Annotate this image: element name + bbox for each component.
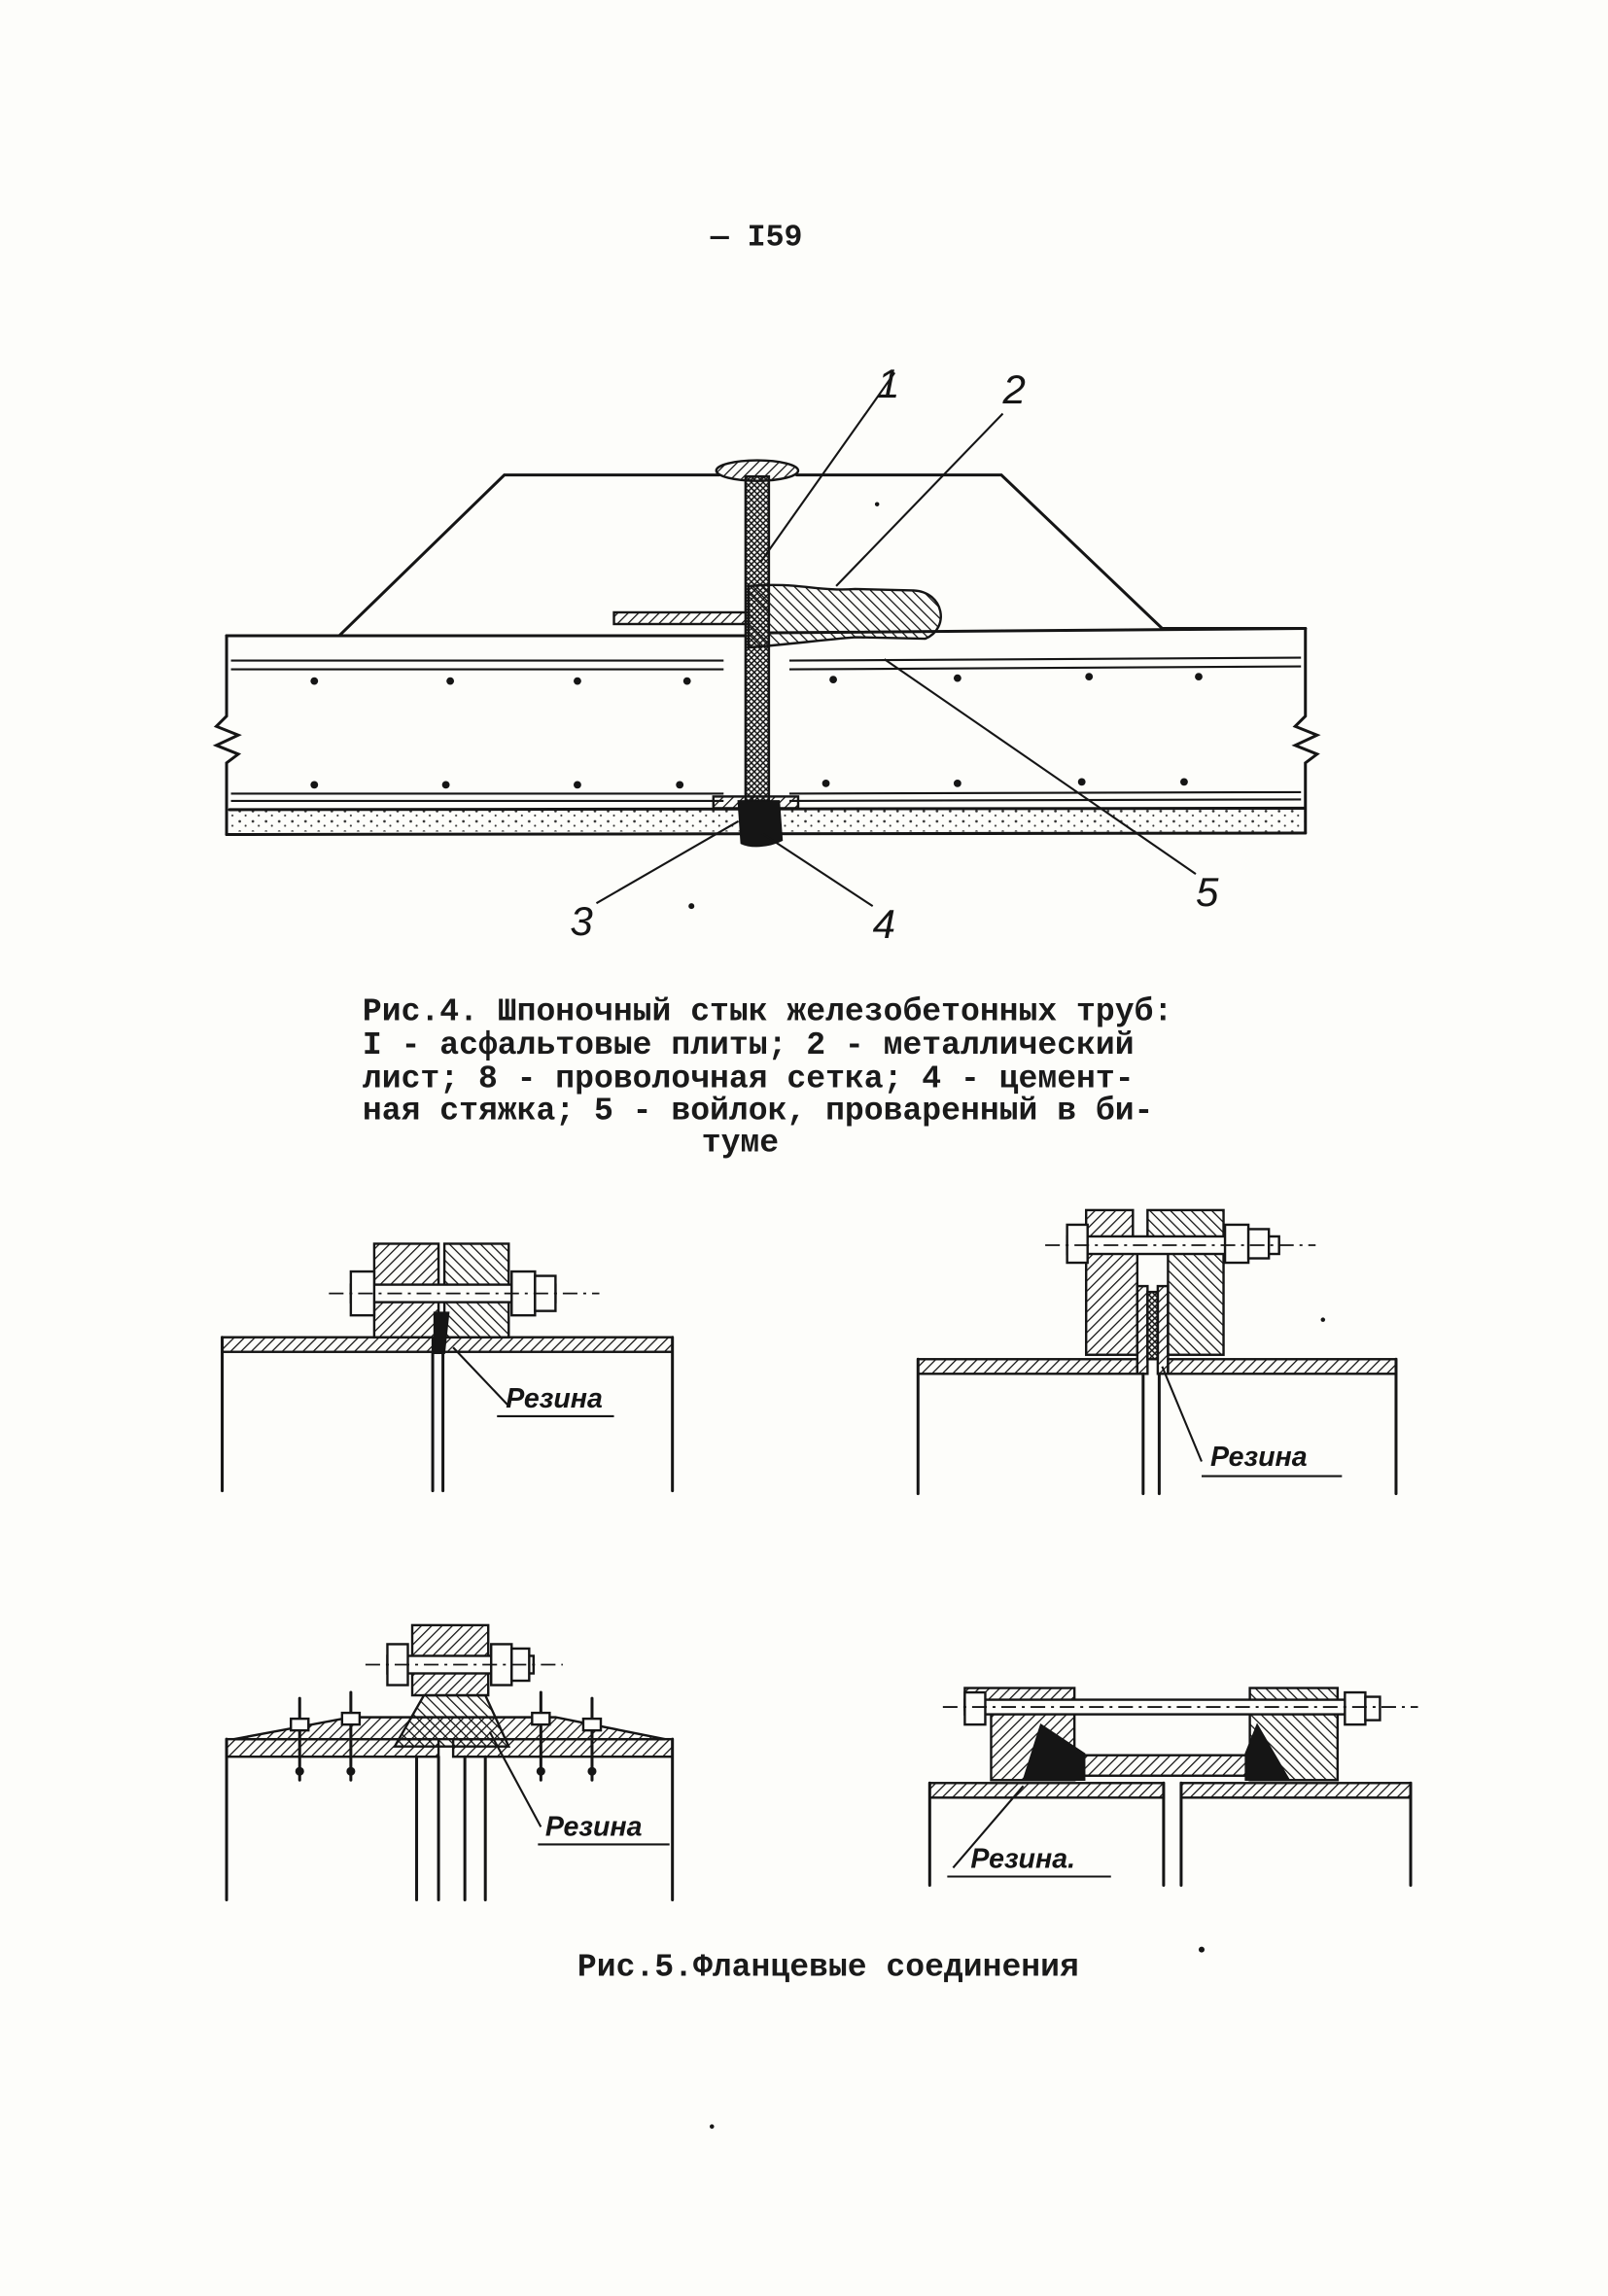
leader-3 xyxy=(595,820,739,905)
pipe-upturn-left xyxy=(1136,1284,1149,1375)
figure-4-key-joint-drawing: 1 2 5 3 4 xyxy=(212,361,1321,947)
rubber-leader xyxy=(1161,1366,1203,1462)
callout-label-2: 2 xyxy=(1001,366,1025,412)
rebar-dot xyxy=(1077,778,1086,786)
rebar-bottom-right-b xyxy=(788,798,1302,802)
bolt-nut xyxy=(1223,1223,1250,1265)
rebar-bottom-right-a xyxy=(788,790,1302,795)
pipe-wall-right xyxy=(441,1336,674,1353)
caption-line: туме xyxy=(702,1125,779,1162)
bolt-lock-nut xyxy=(1246,1228,1271,1260)
bent-metal-sheet-key xyxy=(747,583,942,649)
leader-2 xyxy=(835,412,1004,587)
callout-label-3: 3 xyxy=(570,898,593,944)
callout-label-5: 5 xyxy=(1196,869,1219,915)
collar-bolt-nut xyxy=(581,1717,603,1732)
pipe-upturn-right xyxy=(1156,1284,1170,1375)
flange-joint-4: Резина. xyxy=(927,1687,1418,1888)
speck xyxy=(1320,1317,1326,1322)
coupling-sleeve xyxy=(1072,1754,1254,1777)
rebar-dot xyxy=(441,781,450,789)
metal-sheet xyxy=(612,610,751,626)
rebar-dot xyxy=(953,779,961,787)
bolt-head xyxy=(1066,1223,1089,1265)
pipe-wall-right xyxy=(1167,1358,1398,1375)
speck xyxy=(688,903,695,910)
collar-bolt-nut xyxy=(531,1711,551,1726)
rebar-top-right-b xyxy=(788,665,1302,671)
collar-bolt-nut xyxy=(290,1717,310,1732)
flange-joint-2: Резина xyxy=(916,1208,1398,1496)
flange-left xyxy=(1084,1243,1139,1356)
scan-specks xyxy=(688,502,1326,2129)
rubber-gasket xyxy=(1146,1290,1160,1361)
rebar-dot xyxy=(821,779,830,787)
collar-bolt-end xyxy=(587,1766,597,1776)
rebar-dot xyxy=(1180,778,1188,786)
rebar-dot xyxy=(446,677,455,685)
rubber-leader xyxy=(952,1785,1025,1869)
rebar-cross-sections xyxy=(310,673,1203,789)
tie-bolt-head xyxy=(963,1690,987,1726)
figure-5-caption: Рис.5.Фланцевые соединения xyxy=(577,1949,1079,1986)
collar-bolt-end xyxy=(295,1766,304,1776)
caption-line: Рис.4. Шпоночный стык железобетонных тру… xyxy=(363,992,1172,1029)
caption-line: лист; 8 - проволочная сетка; 4 - цемент- xyxy=(363,1061,1135,1097)
leader-4 xyxy=(760,832,874,908)
break-line-left xyxy=(212,634,242,837)
pipe-wall-right xyxy=(1179,1782,1413,1799)
rubber-label: Резина xyxy=(545,1811,643,1842)
tie-bolt-nut xyxy=(1344,1690,1367,1726)
rebar-dot xyxy=(676,781,684,789)
caption-line: ная стяжка; 5 - войлок, проваренный в би… xyxy=(363,1093,1154,1130)
collar-bolt-nut xyxy=(340,1711,362,1726)
rubber-label: Резина xyxy=(1210,1442,1308,1473)
flange-joint-3: Резина xyxy=(225,1623,675,1902)
joint-assembly xyxy=(612,459,942,848)
caption-line: I - асфальтовые плиты; 2 - металлический xyxy=(363,1026,1135,1063)
leader-lines xyxy=(595,371,1197,908)
rubber-label: Резина. xyxy=(970,1843,1075,1874)
collar-bolt-end xyxy=(536,1766,545,1776)
rubber-label: Резина xyxy=(506,1383,603,1414)
leader-5 xyxy=(884,658,1197,875)
cement-screed xyxy=(737,800,784,848)
rebar-top-right-a xyxy=(788,656,1302,662)
rebar-dot xyxy=(953,674,961,682)
rubber-gasket xyxy=(433,1311,450,1354)
rebar-dot xyxy=(310,781,319,789)
tie-bolt-lock-nut xyxy=(1364,1695,1381,1722)
speck xyxy=(710,2124,715,2129)
rubber-leader xyxy=(452,1346,510,1408)
rubber-wedge-left xyxy=(1022,1722,1086,1782)
rebar-dot xyxy=(310,677,319,685)
rebar-dot xyxy=(574,781,581,789)
pipe-wall-left xyxy=(221,1336,435,1353)
flange-joint-1: Резина xyxy=(221,1242,675,1493)
rubber-wedge-right xyxy=(1244,1722,1291,1782)
callout-label-1: 1 xyxy=(877,361,899,406)
callout-label-4: 4 xyxy=(873,901,895,947)
rebar-dot xyxy=(1085,673,1094,681)
leader-1 xyxy=(759,371,896,564)
rebar-dot xyxy=(829,676,837,684)
rubber-leader xyxy=(488,1731,542,1827)
rebar-dot xyxy=(1195,673,1203,681)
figure-4-caption: Рис.4. Шпоночный стык железобетонных тру… xyxy=(363,992,1172,1161)
flange-right xyxy=(1167,1243,1225,1356)
speck xyxy=(874,502,880,506)
pipe-wall-left xyxy=(928,1782,1166,1799)
speck xyxy=(1198,1946,1205,1953)
collar-bolts xyxy=(290,1690,603,1782)
collar-bolt-end xyxy=(346,1766,356,1776)
break-line-right xyxy=(1291,627,1321,835)
center-flange xyxy=(392,1693,511,1748)
rebar-dot xyxy=(574,677,581,685)
pipe-wall-left xyxy=(917,1358,1139,1375)
rebar-dot xyxy=(682,677,691,685)
page-number: — I59 xyxy=(710,222,803,256)
